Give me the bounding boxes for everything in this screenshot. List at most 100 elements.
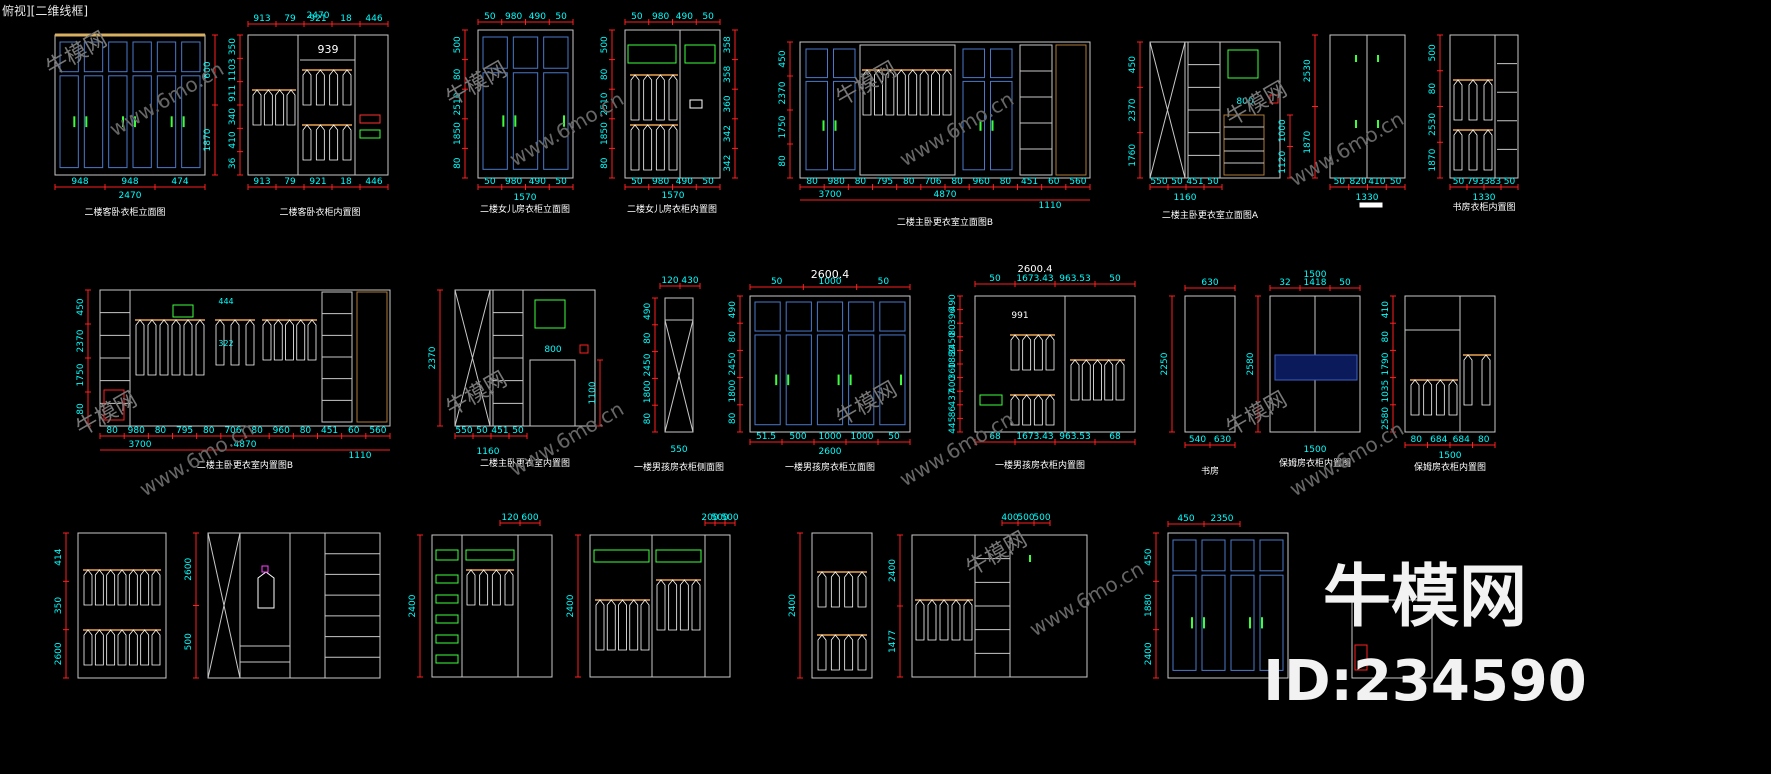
garment-icon bbox=[183, 319, 193, 376]
door-lower-panel bbox=[990, 80, 1013, 171]
dimension-label: 490 bbox=[948, 294, 958, 311]
dimension-label: 2450 bbox=[948, 332, 958, 355]
dimension-label: 1673.43 bbox=[1016, 274, 1053, 284]
dimension-label: 1760 bbox=[1128, 144, 1138, 167]
dimension-label: 921 bbox=[309, 177, 326, 187]
dimension-label: 446 bbox=[365, 14, 382, 24]
drawing-title: 二楼客卧衣柜立面图 bbox=[84, 206, 165, 218]
garment-icon bbox=[307, 319, 317, 361]
garment-icon bbox=[668, 124, 678, 171]
garment-icon bbox=[668, 74, 678, 121]
garment-icon bbox=[874, 69, 883, 116]
door-upper-panel bbox=[1201, 539, 1226, 572]
cross-line bbox=[454, 289, 491, 427]
dimension-label: 1750 bbox=[778, 115, 788, 138]
dimension-label: 410 bbox=[1368, 177, 1385, 187]
shelf-unit bbox=[1019, 44, 1053, 176]
garment-icon bbox=[630, 124, 640, 171]
cabinet-outline bbox=[1449, 34, 1519, 179]
drawing-title: 保姆房衣柜内置图 bbox=[1279, 457, 1351, 469]
dimension-label: 1500 bbox=[1304, 270, 1327, 280]
dimension-label: 358 bbox=[723, 36, 733, 53]
dimension-label: 450 bbox=[1177, 514, 1194, 524]
folded-clothes bbox=[435, 634, 459, 644]
drawing-title: 保姆房衣柜内置图 bbox=[1414, 461, 1486, 473]
door-upper-panel bbox=[482, 36, 508, 69]
dimension-label: 1120 bbox=[1278, 151, 1288, 174]
cross-line bbox=[207, 532, 241, 679]
garment-icon bbox=[302, 69, 312, 106]
drawer bbox=[359, 129, 381, 139]
garment-icon bbox=[230, 319, 240, 366]
garment-icon bbox=[245, 319, 255, 366]
dimension-label: 60 bbox=[348, 426, 360, 436]
dimension-label: 706 bbox=[224, 426, 241, 436]
dimension-label: 342 bbox=[723, 155, 733, 172]
dimension-label: 2370 bbox=[76, 329, 86, 352]
dimension-label: 550 bbox=[455, 426, 472, 436]
dimension-label: 540 bbox=[1189, 435, 1206, 445]
garment-icon bbox=[1435, 379, 1445, 416]
dimension-label: 980 bbox=[828, 177, 845, 187]
door-upper-panel bbox=[132, 41, 152, 73]
dimension-label: 50 bbox=[1207, 177, 1219, 187]
dimension-label: 79 bbox=[284, 14, 296, 24]
dimension-label: 1330 bbox=[1356, 193, 1379, 203]
safe-box bbox=[103, 389, 125, 421]
drawer bbox=[689, 99, 703, 109]
dimension-label: 980 bbox=[652, 12, 669, 22]
dimension-label: 80 bbox=[1428, 83, 1438, 95]
logo-name: 牛模网 bbox=[1323, 558, 1527, 637]
door-upper-panel bbox=[108, 41, 128, 73]
dimension-label: 684 bbox=[1430, 435, 1447, 445]
dimension-label: 32 bbox=[1279, 278, 1290, 288]
dimension-label: 50 bbox=[1453, 177, 1465, 187]
garment-icon bbox=[939, 599, 949, 641]
garment-icon bbox=[927, 599, 937, 641]
dimension-label: 410 bbox=[1381, 301, 1391, 318]
dimension-label: 450 bbox=[1144, 548, 1154, 565]
garment-icon bbox=[263, 89, 273, 126]
dimension-label: 2400 bbox=[566, 594, 576, 617]
dimension-label: 50 bbox=[484, 177, 496, 187]
door-upper-panel bbox=[990, 48, 1013, 79]
dimension-label: 980 bbox=[128, 426, 145, 436]
cabinet-door bbox=[529, 359, 576, 427]
garment-icon bbox=[1463, 354, 1473, 406]
dimension-label: 1880 bbox=[948, 345, 958, 368]
garment-icon bbox=[491, 569, 501, 606]
garment-icon bbox=[606, 599, 616, 651]
garment-icon bbox=[106, 629, 116, 666]
dimension-label: 474 bbox=[171, 177, 188, 187]
dimension-label: 3700 bbox=[819, 190, 842, 200]
dimension-label: 451 bbox=[321, 426, 338, 436]
dimension-label: 50 bbox=[1334, 177, 1346, 187]
garment-icon bbox=[1033, 394, 1043, 426]
garment-icon bbox=[1104, 359, 1114, 401]
garment-icon bbox=[504, 569, 514, 606]
dimension-label: 18 bbox=[340, 177, 352, 187]
dimension-label: 50 bbox=[1171, 177, 1183, 187]
garment-icon bbox=[1453, 129, 1463, 171]
garment-icon bbox=[1410, 379, 1420, 416]
garment-icon bbox=[640, 599, 650, 651]
garment-icon bbox=[963, 599, 973, 641]
dimension-label: 80 bbox=[1411, 435, 1423, 445]
glass-panel bbox=[1274, 354, 1358, 381]
garment-icon bbox=[1045, 394, 1055, 426]
garment-icon bbox=[1468, 129, 1478, 171]
dimension-label: 921 bbox=[309, 14, 326, 24]
dimension-label: 490 bbox=[529, 12, 546, 22]
garment-icon bbox=[668, 579, 678, 631]
drawing-title: 二楼主卧更衣室内置图 bbox=[480, 457, 570, 469]
dimension-label: 2400 bbox=[888, 559, 898, 582]
